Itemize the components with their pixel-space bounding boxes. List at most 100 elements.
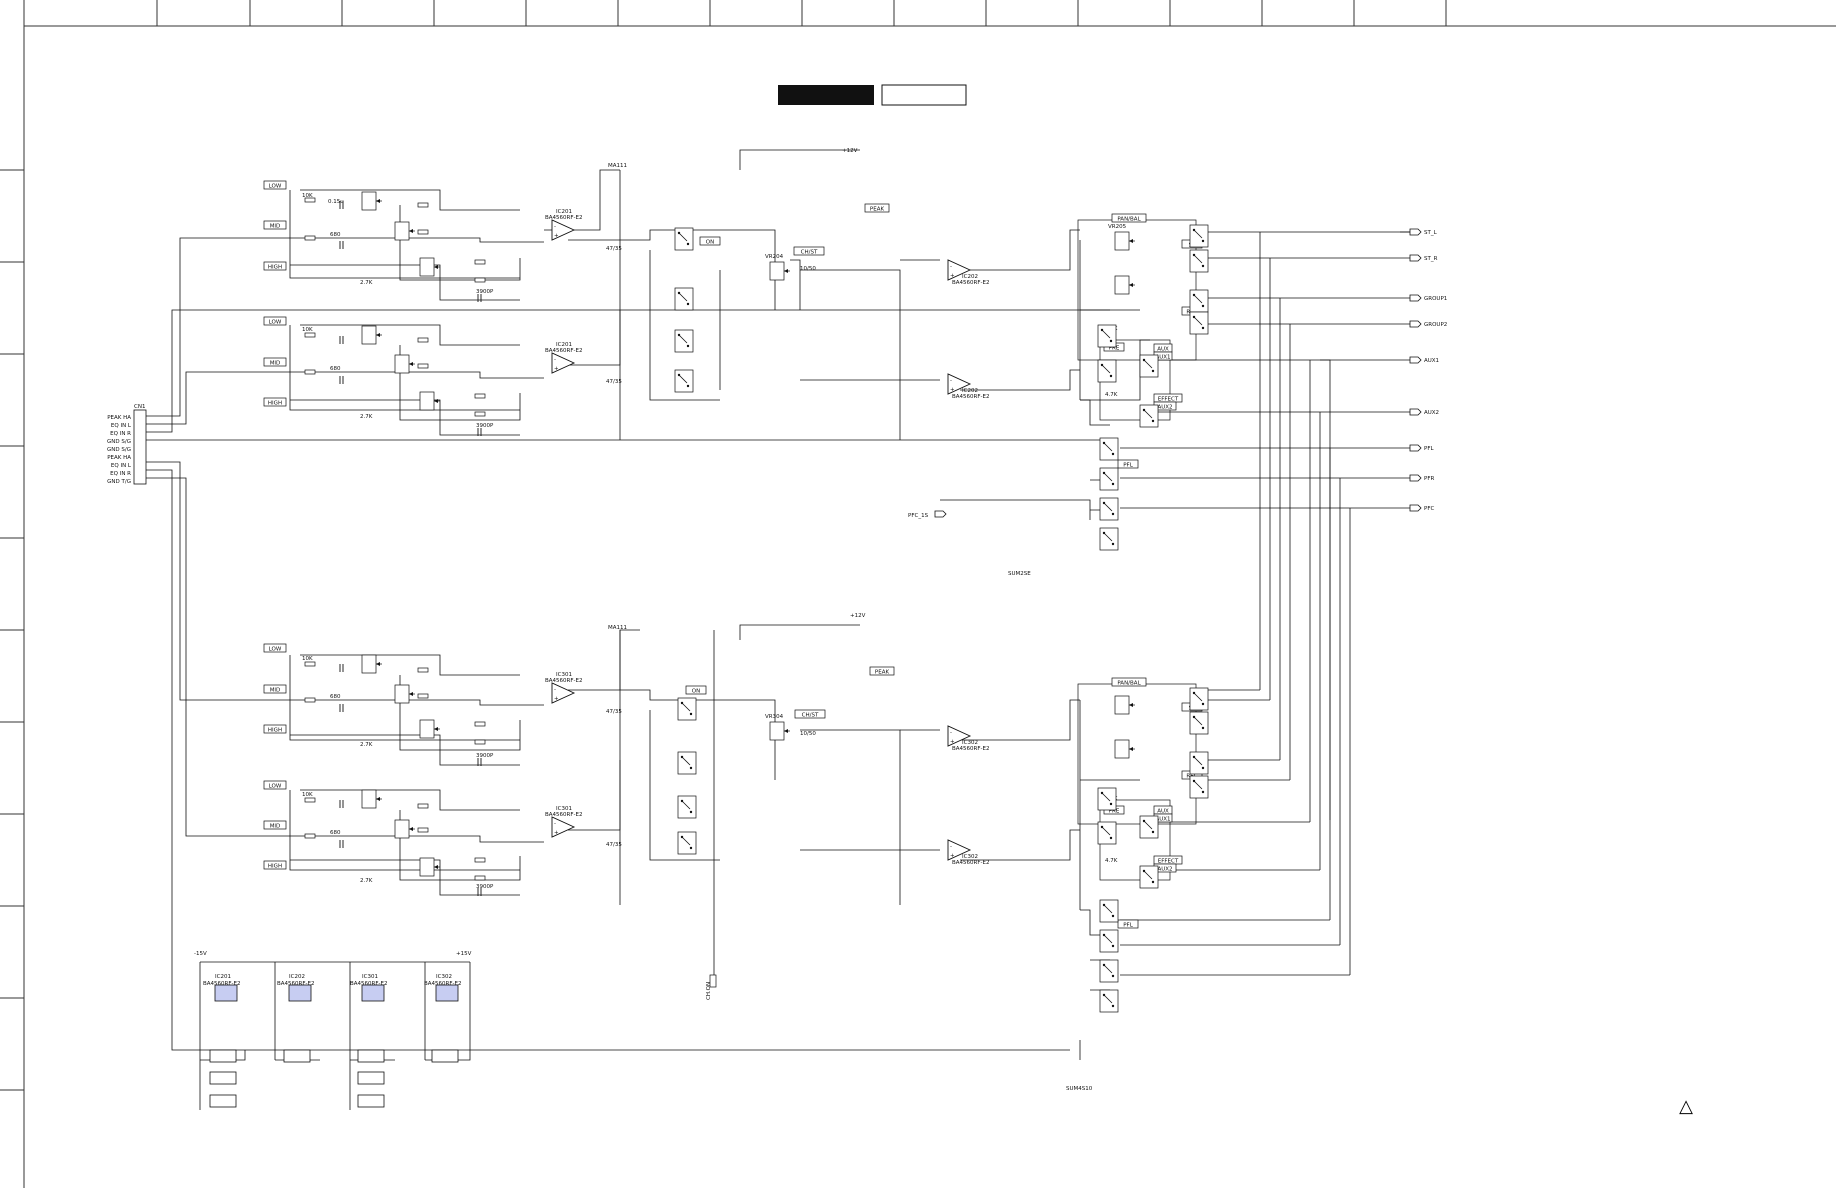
- opamp-ref: IC202: [962, 274, 978, 280]
- opamp-ref: IC302: [962, 854, 978, 860]
- opamp-part: BA4560RF-E2: [545, 812, 582, 818]
- sum-label: SUM4S10: [1066, 1086, 1093, 1092]
- ch-st-label: CH/ST: [801, 250, 818, 256]
- value-680: 680: [330, 830, 341, 836]
- opamp-symbol: [551, 219, 575, 241]
- eq-low-label: LOW: [269, 320, 282, 326]
- supply-ic-ref: IC301: [362, 974, 378, 980]
- output-label: PFL: [1424, 446, 1434, 452]
- connector-pin: GND T/G: [107, 479, 131, 485]
- aux2-label: AUX2: [1157, 405, 1172, 411]
- opamp-part: BA4560RF-E2: [952, 280, 989, 286]
- opamp-part: BA4560RF-E2: [545, 348, 582, 354]
- supply-neg: -15V: [194, 951, 207, 957]
- title-box-light: [881, 84, 967, 106]
- opamp-part: BA4560RF-E2: [545, 678, 582, 684]
- connector-pin: PEAK HA: [107, 455, 131, 461]
- eq-high-label: HIGH: [268, 728, 282, 734]
- connector-pin: EQ IN R: [110, 471, 131, 477]
- opamp-symbol: [551, 816, 575, 838]
- eq-high-label: HIGH: [268, 401, 282, 407]
- output-label: PFR: [1424, 476, 1434, 482]
- value-2-7k: 2.7K: [360, 742, 373, 748]
- channel-top: [146, 149, 1410, 1051]
- opamp-ref: IC201: [556, 342, 572, 348]
- eq-mid-label: MID: [270, 688, 281, 694]
- sheet-frame: [23, 0, 1836, 1188]
- opamp-symbol: [551, 682, 575, 704]
- eq-mid-label: MID: [270, 824, 281, 830]
- aux2-label: AUX2: [1157, 867, 1172, 873]
- opamp-ref: IC301: [556, 806, 572, 812]
- connector-pin: EQ IN L: [111, 463, 132, 469]
- supply-pos: +15V: [456, 951, 472, 957]
- eq-low-label: LOW: [269, 784, 282, 790]
- eq-labels: LOW MID HIGH LOW MID HIGH LOW MID HIGH L…: [263, 180, 287, 870]
- opamp-part: BA4560RF-E2: [952, 860, 989, 866]
- opamp-part: BA4560RF-E2: [952, 394, 989, 400]
- supply-ic-part: BA4560RF-E2: [424, 981, 461, 987]
- value-labels: 10K 680 2.7K 0.15u 3900P 10K 680 2.7K 39…: [302, 148, 1118, 890]
- opamp-ref: IC302: [962, 740, 978, 746]
- diode-label: MA111: [608, 163, 627, 169]
- fader-ref: VR204: [765, 254, 784, 260]
- value-3900p: 3900P: [476, 753, 494, 759]
- connector-pin: EQ IN L: [111, 423, 132, 429]
- supply-ic-ref: IC201: [215, 974, 231, 980]
- sum-label: SUM2SE: [1008, 571, 1031, 577]
- value-4-7k: 4.7K: [1105, 392, 1118, 398]
- pan-bal-label: PAN/BAL: [1117, 217, 1141, 223]
- switch-blocks: ON ON PEAK PEAK CH/ST CH/ST VR204 VR304: [674, 203, 895, 855]
- pfl-label: PFL: [1123, 923, 1133, 929]
- output-label: ST_L: [1424, 230, 1438, 236]
- supply-ic-part: BA4560RF-E2: [203, 981, 240, 987]
- value-2-7k: 2.7K: [360, 878, 373, 884]
- value-10k: 10K: [302, 327, 313, 333]
- aux1-label: AUX1: [1155, 355, 1170, 361]
- effect-label: EFFECT: [1158, 397, 1179, 403]
- opamp-ref: IC201: [556, 209, 572, 215]
- routing-matrix-top: PAN/BAL ST REC VR205 PRE AUX AUX1 EFFECT…: [908, 213, 1209, 577]
- peak-label: PEAK: [875, 670, 890, 676]
- eq-high-label: HIGH: [268, 864, 282, 870]
- output-label: AUX2: [1424, 410, 1439, 416]
- supply-ic-ref: IC302: [436, 974, 452, 980]
- peak-label: PEAK: [870, 207, 885, 213]
- pre-label: PRE: [1109, 809, 1120, 815]
- output-label: AUX1: [1424, 358, 1439, 364]
- effect-label: EFFECT: [1158, 859, 1179, 865]
- output-terminals: ST_L ST_R GROUP1 GROUP2 AUX1 AUX2 PFL PF…: [934, 228, 1447, 518]
- supply-ic-part: BA4560RF-E2: [350, 981, 387, 987]
- value-10k: 10K: [302, 193, 313, 199]
- output-label: ST_R: [1424, 256, 1438, 262]
- supply-12v: +12V: [850, 613, 866, 619]
- pan-pot-ref: VR205: [1108, 224, 1127, 230]
- channel-bottom: [265, 624, 1350, 1060]
- pan-bal-label: PAN/BAL: [1117, 681, 1141, 687]
- value-2-7k: 2.7K: [360, 280, 373, 286]
- value-10k: 10K: [302, 656, 313, 662]
- aux-label: AUX: [1157, 809, 1169, 815]
- ch-st-label: CH/ST: [802, 713, 819, 719]
- value-4735: 47/35: [606, 379, 622, 385]
- value-680: 680: [330, 366, 341, 372]
- opamp-ref: IC301: [556, 672, 572, 678]
- eq-low-label: LOW: [269, 184, 282, 190]
- on-switch-label: ON: [706, 240, 714, 246]
- output-label: GROUP1: [1424, 296, 1447, 302]
- pfl-label: PFL: [1123, 463, 1133, 469]
- diode-label: MA111: [608, 625, 627, 631]
- supply-ics: -15V +15V IC201 IC202 IC301 IC302 BA4560…: [194, 951, 472, 1110]
- left-ruler: [0, 169, 24, 1091]
- pfc-input-label: PFC_1S: [908, 513, 929, 519]
- warning-triangle-icon: △: [1679, 1096, 1693, 1117]
- eq-low-label: LOW: [269, 647, 282, 653]
- eq-mid-label: MID: [270, 361, 281, 367]
- connector-cn1: CN1 PEAK HA EQ IN L EQ IN R GND S/G GND …: [107, 404, 147, 485]
- fader-ref: VR304: [765, 714, 784, 720]
- output-label: PFC: [1424, 506, 1434, 512]
- value-4735: 47/35: [606, 842, 622, 848]
- supply-ic-ref: IC202: [289, 974, 305, 980]
- value-4735: 47/35: [606, 709, 622, 715]
